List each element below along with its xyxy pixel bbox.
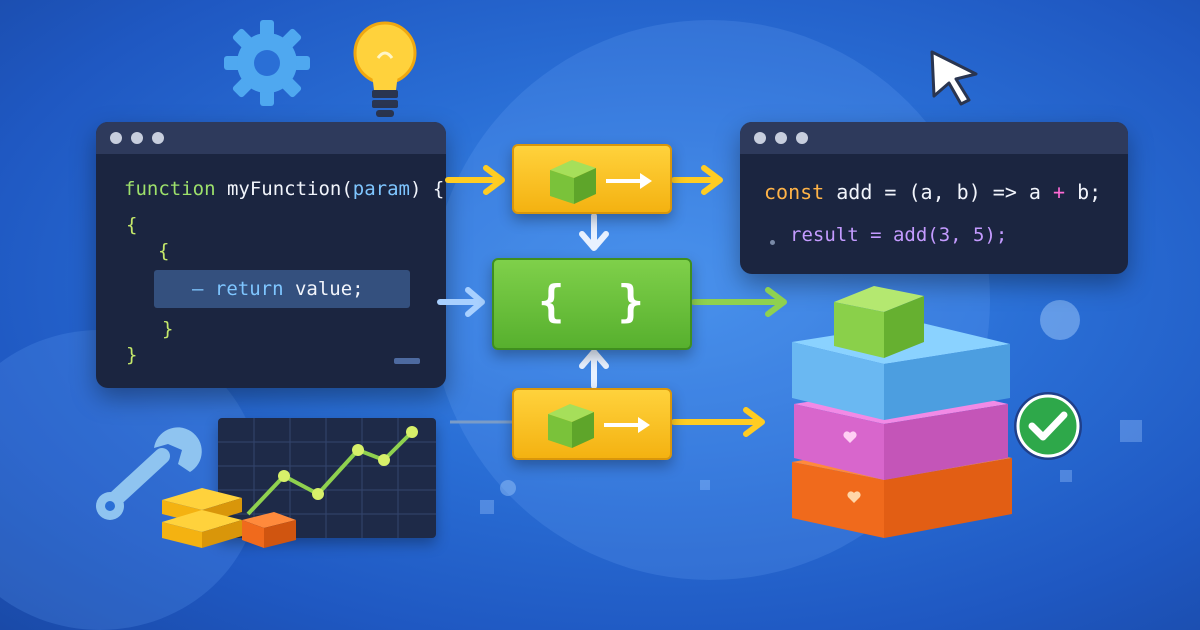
window-titlebar xyxy=(96,122,446,154)
cube-icon xyxy=(550,160,596,204)
code-text: ) { xyxy=(410,178,445,200)
window-dot xyxy=(110,132,122,144)
code-operator: + xyxy=(1053,180,1066,204)
window-dot xyxy=(796,132,808,144)
code-line-3: { xyxy=(158,240,170,262)
code-function-name: myFunction( xyxy=(215,178,353,200)
cursor-icon xyxy=(930,50,978,106)
code-keyword: return xyxy=(214,278,284,300)
arrow-right-icon xyxy=(606,173,652,189)
window-titlebar xyxy=(740,122,1128,154)
arrow-right-icon xyxy=(437,287,485,317)
window-dot xyxy=(754,132,766,144)
code-line-6: } xyxy=(126,344,138,366)
code-line-5: } xyxy=(162,318,174,340)
code-block-center: { } xyxy=(492,258,692,350)
cube-icon xyxy=(548,404,594,448)
braces-label: { } xyxy=(538,276,644,327)
process-block-top xyxy=(512,144,672,214)
arrow-right-icon xyxy=(604,417,650,433)
code-text: value; xyxy=(283,278,364,300)
line-chart-graphic xyxy=(218,418,436,538)
code-keyword: const xyxy=(764,180,825,204)
check-icon xyxy=(1014,392,1082,460)
code-line-1: function myFunction(param) { xyxy=(124,178,444,200)
code-line-1: const add = (a, b) => a + b; xyxy=(764,180,1101,204)
code-text: b; xyxy=(1065,180,1102,204)
highlighted-line xyxy=(154,270,410,308)
scrollbar xyxy=(394,358,420,364)
stacked-blocks-small xyxy=(162,488,296,548)
heart-icon xyxy=(847,491,861,503)
window-dot xyxy=(131,132,143,144)
code-param: param xyxy=(352,178,410,200)
background-blob xyxy=(1040,300,1080,340)
window-dot xyxy=(775,132,787,144)
code-line-2: result = add(3, 5); xyxy=(790,224,1008,246)
gear-icon xyxy=(224,20,310,106)
arrow-vertical-icon xyxy=(579,213,609,389)
lightbulb-icon xyxy=(353,21,417,117)
stacked-blocks-large xyxy=(792,286,1012,538)
decor-square xyxy=(1060,470,1072,482)
code-marker: — xyxy=(192,278,204,300)
arrow-right-icon xyxy=(691,287,787,317)
code-line-2: { xyxy=(126,214,138,236)
process-block-bottom xyxy=(512,388,672,460)
decor-square xyxy=(700,480,710,490)
wrench-icon xyxy=(96,427,202,520)
decor-square xyxy=(1120,420,1142,442)
code-bullet xyxy=(770,240,775,245)
decor-square xyxy=(480,500,494,514)
heart-icon xyxy=(843,431,857,443)
code-editor-right: const add = (a, b) => a + b; result = ad… xyxy=(740,122,1128,274)
arrow-right-icon xyxy=(445,165,765,437)
code-editor-left: function myFunction(param) { { { — retur… xyxy=(96,122,446,388)
background-blob xyxy=(500,480,516,496)
code-keyword: function xyxy=(124,178,216,200)
code-text: add = (a, b) => a xyxy=(824,180,1053,204)
code-line-4: — return value; xyxy=(192,278,364,300)
window-dot xyxy=(152,132,164,144)
